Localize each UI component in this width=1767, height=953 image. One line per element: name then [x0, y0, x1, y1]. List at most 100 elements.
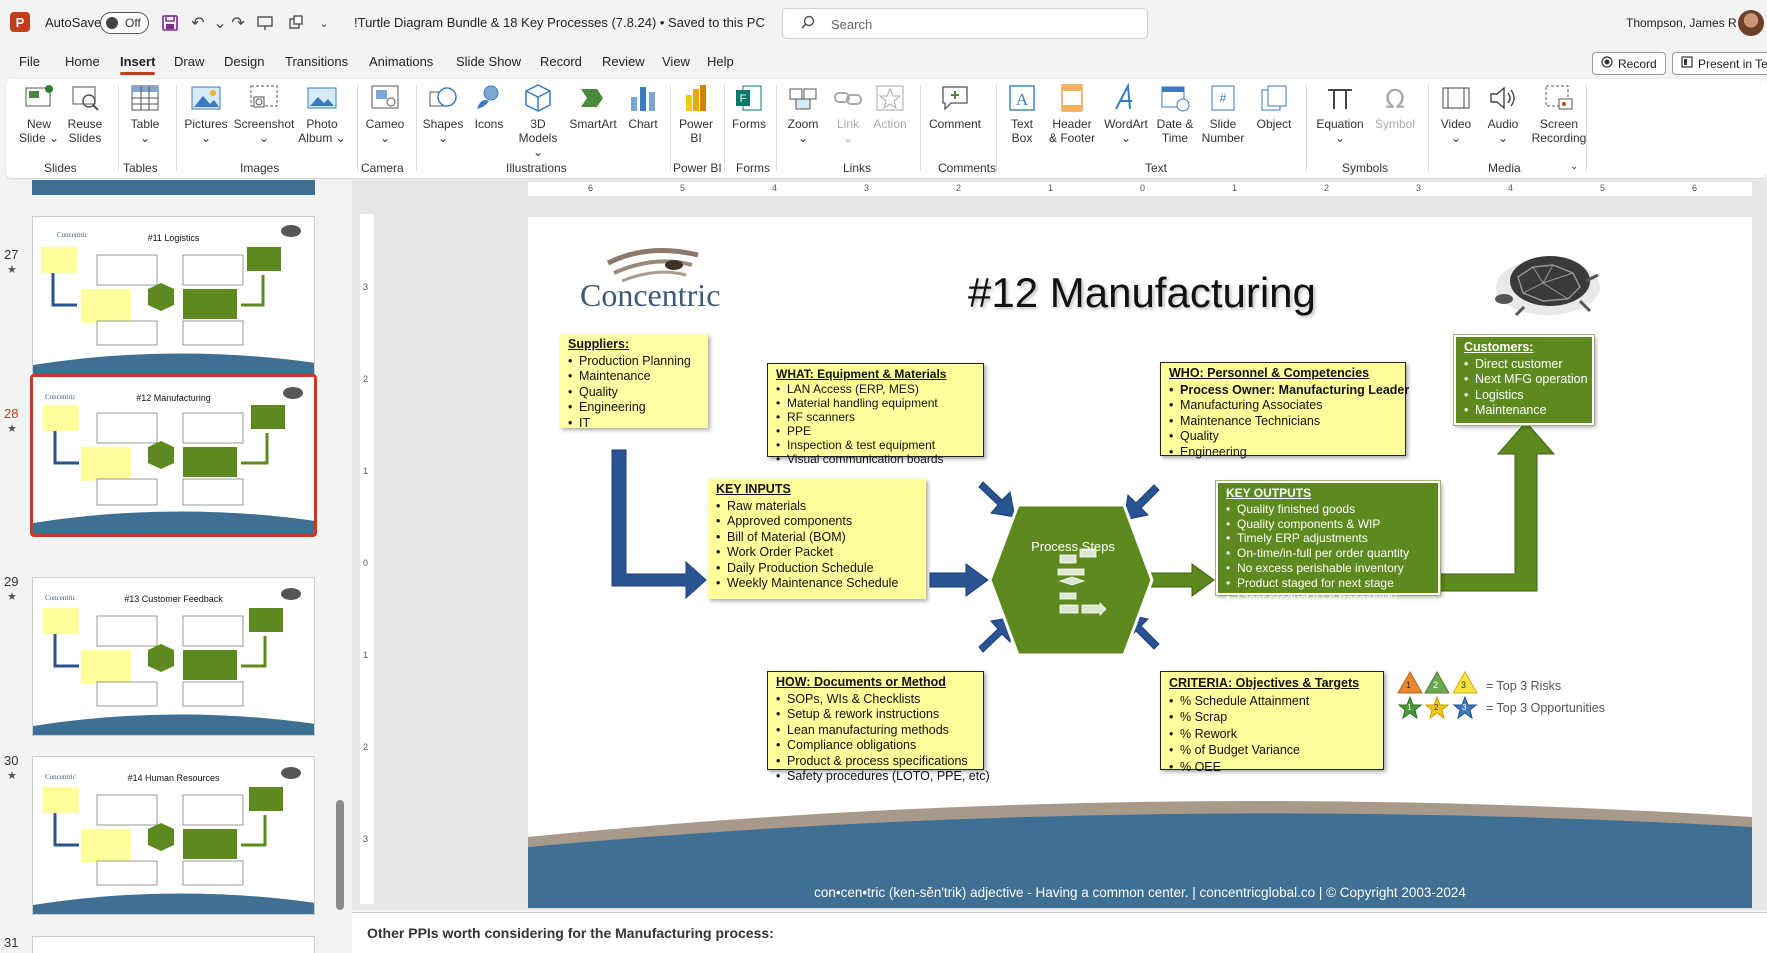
top-opportunities-label: = Top 3 Opportunities	[1486, 701, 1605, 715]
record-label: Record	[1618, 56, 1657, 71]
toggle-knob	[106, 17, 118, 29]
tab-home[interactable]: Home	[65, 54, 100, 69]
icons-button[interactable]: Icons	[468, 83, 510, 131]
pi-icon	[1328, 89, 1352, 109]
customers-box[interactable]: Customers: Direct customer Next MFG oper…	[1453, 334, 1595, 426]
symbol-button[interactable]: Ω Symbol	[1374, 85, 1415, 131]
list-item: Quality components & WIP	[1226, 517, 1430, 532]
quick-access-icon[interactable]	[285, 12, 307, 34]
thumbnail-scrollbar[interactable]	[336, 800, 344, 910]
what-box[interactable]: WHAT: Equipment & Materials LAN Access (…	[767, 363, 984, 466]
thumbnail-slide-29[interactable]: Concentric #13 Customer Feedback	[32, 577, 315, 736]
tab-view[interactable]: View	[662, 54, 690, 69]
undo-dropdown-icon[interactable]: ⌄	[213, 15, 227, 32]
key-inputs-heading: KEY INPUTS	[716, 482, 791, 496]
present-from-start-icon[interactable]	[254, 12, 276, 34]
tab-slide-show[interactable]: Slide Show	[456, 54, 522, 69]
autosave-toggle[interactable]: Off	[100, 12, 149, 34]
undo-icon[interactable]: ↶	[191, 15, 205, 32]
redo-icon[interactable]: ↷	[231, 15, 245, 32]
slide-title[interactable]: #12 Manufacturing	[968, 269, 1316, 316]
comment-button[interactable]: Comment	[922, 83, 988, 131]
thumbnail-diagram: Concentric	[33, 387, 314, 534]
thumbnail-diagram: Concentric	[33, 588, 314, 735]
thumbnail-slide-30[interactable]: Concentric #14 Human Resources	[32, 756, 315, 915]
avatar[interactable]	[1738, 10, 1764, 36]
wordart-icon	[1115, 83, 1132, 110]
tab-review[interactable]: Review	[602, 54, 645, 69]
slide-thumbnail-pane: 27 ★ Concentric #11 Logistics 28 ★ Conce…	[0, 180, 352, 953]
ribbon-collapse-icon[interactable]: ⌄	[1570, 161, 1579, 172]
reuse-slides-icon	[72, 86, 99, 111]
screenshot-button[interactable]: Screenshot⌄	[232, 83, 296, 145]
cameo-button[interactable]: Cameo⌄	[360, 83, 410, 145]
list-item: Lean manufacturing methods	[776, 723, 975, 739]
cameo-icon	[371, 85, 399, 109]
action-button[interactable]: Action	[868, 83, 912, 131]
how-box[interactable]: HOW: Documents or Method SOPs, WIs & Che…	[767, 671, 990, 784]
save-icon[interactable]	[159, 12, 181, 34]
tab-help[interactable]: Help	[707, 54, 734, 69]
video-button[interactable]: Video⌄	[1432, 83, 1480, 145]
tab-animations[interactable]: Animations	[369, 54, 434, 69]
header-footer-button[interactable]: Header& Footer	[1044, 83, 1100, 145]
tab-transitions[interactable]: Transitions	[285, 54, 349, 69]
user-name[interactable]: Thompson, James R	[1626, 16, 1737, 30]
speaker-notes[interactable]: Other PPIs worth considering for the Man…	[352, 912, 1767, 953]
thumbnail-slide-31[interactable]	[32, 936, 315, 953]
who-box[interactable]: WHO: Personnel & Competencies Process Ow…	[1160, 362, 1409, 460]
list-item: Bill of Material (BOM)	[716, 530, 918, 546]
smartart-button[interactable]: SmartArt	[564, 83, 622, 131]
chart-button[interactable]: Chart	[622, 83, 664, 131]
risk-number: 3	[1461, 680, 1467, 690]
thumbnail-diagram: Concentric	[33, 767, 314, 914]
what-heading: WHAT: Equipment & Materials	[776, 367, 947, 381]
shapes-button[interactable]: Shapes⌄	[418, 83, 468, 145]
suppliers-box[interactable]: Suppliers: Production Planning Maintenan…	[560, 334, 708, 431]
criteria-box[interactable]: CRITERIA: Objectives & Targets % Schedul…	[1160, 671, 1384, 775]
tab-file[interactable]: File	[19, 54, 40, 69]
document-title[interactable]: !Turtle Diagram Bundle & 18 Key Processe…	[354, 15, 765, 30]
svg-text:Ω: Ω	[1385, 85, 1405, 113]
customize-toolbar-icon[interactable]: ⌄	[319, 17, 329, 30]
tab-design[interactable]: Design	[224, 54, 265, 69]
object-button[interactable]: Object	[1252, 83, 1296, 131]
search-box[interactable]: Search	[782, 8, 1148, 39]
zoom-button[interactable]: Zoom⌄	[780, 83, 826, 145]
svg-text:#: #	[1220, 91, 1227, 105]
tab-insert[interactable]: Insert	[120, 54, 156, 75]
thumbnail-slide-27[interactable]: Concentric #11 Logistics	[32, 216, 315, 375]
record-button[interactable]: Record	[1592, 52, 1666, 75]
table-button[interactable]: Table⌄	[122, 83, 168, 145]
present-in-teams-button[interactable]: Present in Tea	[1672, 52, 1767, 75]
slide-canvas[interactable]: Concentric #12 Manufacturing Suppliers: …	[528, 217, 1752, 908]
date-time-button[interactable]: Date &Time	[1152, 83, 1198, 145]
pictures-button[interactable]: Pictures⌄	[178, 83, 234, 145]
thumbnail-slide-28[interactable]: Concentric #12 Manufacturing	[30, 374, 317, 537]
key-inputs-box[interactable]: KEY INPUTS Raw materials Approved compon…	[708, 479, 926, 599]
link-button[interactable]: Link⌄	[828, 83, 868, 145]
list-item: Safety procedures (LOTO, PPE, etc)	[776, 769, 990, 785]
wordart-button[interactable]: WordArt⌄	[1100, 83, 1152, 145]
opportunity-number: 2	[1434, 703, 1439, 712]
group-separator	[1428, 85, 1429, 171]
opportunity-number: 3	[1462, 703, 1467, 712]
thumbnail-star-icon: ★	[7, 264, 17, 276]
equation-button[interactable]: Equation⌄	[1310, 83, 1370, 145]
group-label-camera: Camera	[361, 161, 404, 175]
forms-button[interactable]: F Forms	[728, 83, 770, 131]
key-outputs-box[interactable]: KEY OUTPUTS Quality finished goods Quali…	[1215, 480, 1441, 605]
thumbnail-previous[interactable]	[32, 180, 315, 195]
tab-draw[interactable]: Draw	[174, 54, 205, 69]
tab-record[interactable]: Record	[540, 54, 582, 69]
audio-button[interactable]: Audio⌄	[1480, 83, 1526, 145]
group-separator	[118, 85, 119, 171]
